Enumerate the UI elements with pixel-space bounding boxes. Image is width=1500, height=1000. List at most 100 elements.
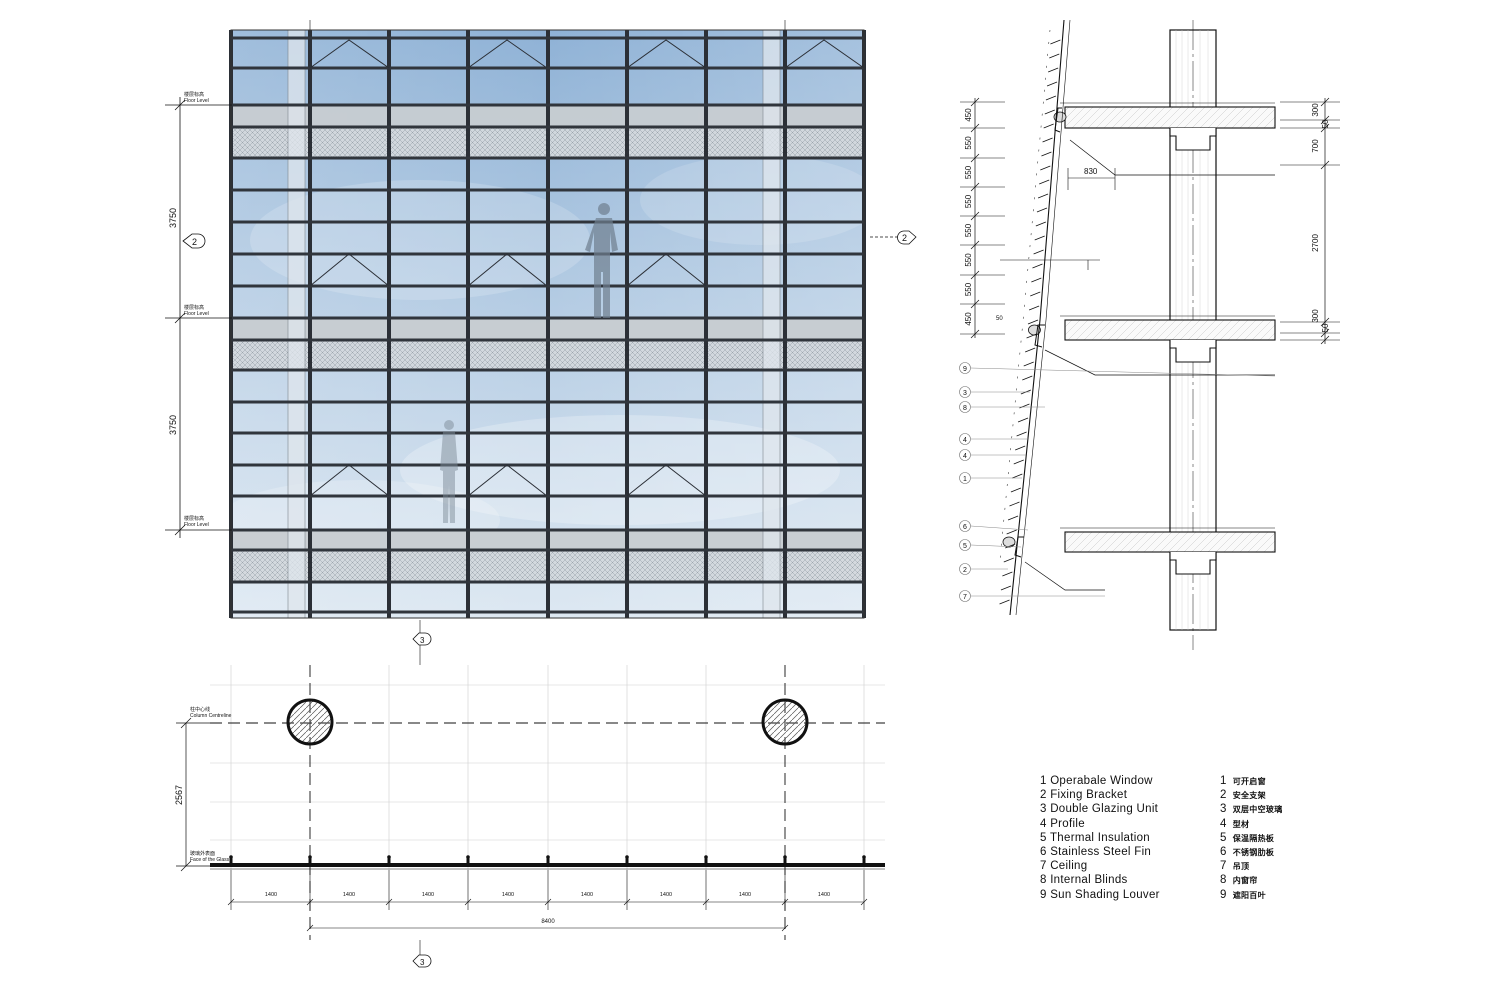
louver-blade bbox=[1048, 67, 1059, 73]
module-dim: 1400 bbox=[343, 892, 355, 898]
louver-blade bbox=[1045, 95, 1057, 101]
louver-blade bbox=[1012, 473, 1023, 479]
legend-en: 5 Thermal Insulation bbox=[1040, 831, 1150, 844]
legend-en: 1 Operabale Window bbox=[1040, 775, 1153, 787]
louver-blade bbox=[1013, 459, 1024, 465]
transom bbox=[231, 580, 864, 584]
louver-blade bbox=[999, 599, 1010, 605]
operable-window-mark bbox=[784, 39, 865, 69]
module-dim: 1400 bbox=[739, 892, 751, 898]
callout-number: 7 bbox=[963, 594, 967, 601]
column-circle bbox=[761, 698, 809, 746]
wall-section bbox=[999, 19, 1276, 650]
legend-en: 2 Fixing Bracket bbox=[1040, 789, 1128, 802]
plan-section-marker-top: 3 bbox=[412, 632, 432, 646]
section-dim-left: 450 bbox=[964, 108, 973, 122]
plan-fin bbox=[387, 856, 391, 864]
module-dim: 1400 bbox=[818, 892, 830, 898]
svg-text:2: 2 bbox=[902, 233, 907, 243]
callout-number: 4 bbox=[963, 453, 967, 460]
callout-bubble bbox=[959, 401, 971, 413]
transom bbox=[231, 66, 864, 70]
legend-cn-text: 不锈钢肋板 bbox=[1232, 847, 1275, 857]
operable-window-mark bbox=[467, 39, 548, 69]
louver-blade bbox=[1043, 123, 1054, 129]
legend-cn-text: 保温隔热板 bbox=[1232, 833, 1275, 843]
legend-num: 2 bbox=[1220, 789, 1227, 802]
callout-number: 8 bbox=[963, 405, 967, 412]
louver-blade bbox=[1025, 347, 1036, 353]
legend-en: 6 Stainless Steel Fin bbox=[1040, 845, 1152, 858]
legend-cn-text: 双层中空玻璃 bbox=[1232, 805, 1283, 815]
transom bbox=[231, 125, 864, 129]
person-silhouette bbox=[440, 420, 458, 523]
operable-window-mark bbox=[626, 39, 707, 69]
louver-blade bbox=[1050, 39, 1061, 45]
callout-number: 1 bbox=[963, 476, 967, 483]
section-marker-right: 2 bbox=[897, 230, 917, 245]
section-dim-right: 700 bbox=[1311, 139, 1320, 153]
column-centreline-en: Column Centreline bbox=[190, 713, 232, 719]
section-dim-right: 50 bbox=[1321, 119, 1330, 128]
legend-en: 3 Double Glazing Unit bbox=[1040, 803, 1159, 816]
transom bbox=[231, 548, 864, 552]
section-dim-left: 550 bbox=[964, 136, 973, 150]
legend-num: 6 bbox=[1220, 845, 1227, 858]
section-dim-left: 550 bbox=[964, 282, 973, 296]
legend-num: 9 bbox=[1220, 888, 1227, 901]
section-dim-right: 300 bbox=[1311, 103, 1320, 117]
transom bbox=[231, 103, 864, 107]
callout-number: 6 bbox=[963, 524, 967, 531]
louver-blade bbox=[1044, 109, 1055, 115]
level-label-en: Floor Level bbox=[184, 98, 209, 104]
louver-blade bbox=[1037, 193, 1049, 199]
operable-window-mark bbox=[309, 39, 390, 69]
callout-number: 2 bbox=[963, 567, 967, 574]
dim-upper-floor: 3750 bbox=[168, 208, 178, 228]
louver-blade bbox=[1027, 319, 1039, 325]
plan-fin bbox=[783, 856, 787, 864]
legend-num: 3 bbox=[1220, 803, 1227, 816]
floor-slab bbox=[1064, 531, 1276, 553]
transom bbox=[231, 284, 864, 288]
module-dim: 1400 bbox=[502, 892, 514, 898]
legend-en: 8 Internal Blinds bbox=[1040, 874, 1128, 887]
column-centreline-cn: 柱中心线 bbox=[190, 706, 210, 713]
louver-blade bbox=[1002, 571, 1013, 577]
column-circle bbox=[286, 698, 334, 746]
callout-bubble bbox=[959, 539, 971, 551]
callout-number: 3 bbox=[963, 390, 967, 397]
transom bbox=[231, 188, 864, 192]
transom bbox=[231, 400, 864, 404]
plan-fin bbox=[625, 856, 629, 864]
mullion bbox=[466, 30, 470, 618]
svg-text:3: 3 bbox=[420, 958, 425, 967]
louver-blade bbox=[1026, 333, 1037, 339]
module-dim: 1400 bbox=[422, 892, 434, 898]
mullion bbox=[546, 30, 550, 618]
transom bbox=[231, 610, 864, 614]
callout-bubble bbox=[959, 433, 971, 445]
legend-en: 7 Ceiling bbox=[1040, 860, 1088, 873]
plan-fin bbox=[229, 856, 233, 864]
section-dim-left: 550 bbox=[964, 194, 973, 208]
louver-blade bbox=[1000, 585, 1012, 591]
legend-cn: 3 双层中空玻璃 bbox=[1220, 802, 1283, 816]
transom bbox=[231, 494, 864, 498]
mullion bbox=[704, 30, 708, 618]
callout-number: 4 bbox=[963, 437, 967, 444]
dim-lower-floor: 3750 bbox=[168, 415, 178, 435]
